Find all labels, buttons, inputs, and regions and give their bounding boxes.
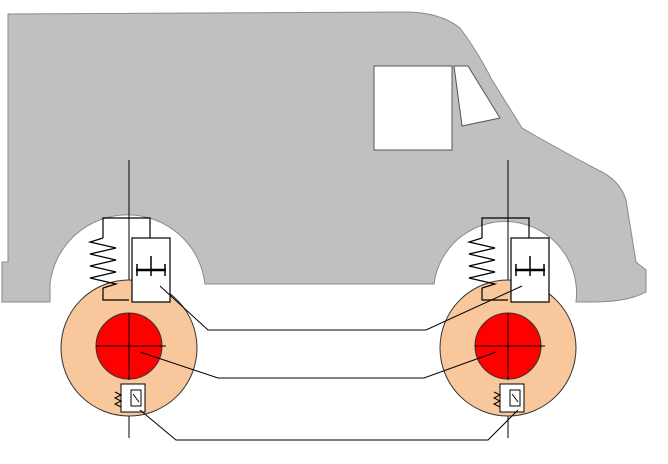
windshield bbox=[453, 65, 501, 127]
front-sensor bbox=[492, 383, 525, 413]
rear-sensor-spring bbox=[113, 391, 123, 408]
side-window bbox=[373, 65, 453, 151]
front-wheel-assembly bbox=[439, 279, 577, 417]
rear-spring-lower-frame bbox=[102, 288, 129, 301]
damper-connection-line bbox=[159, 285, 523, 331]
front-top-frame bbox=[481, 217, 530, 238]
front-sensor-spring bbox=[492, 391, 502, 408]
sensor-connection-line bbox=[139, 409, 519, 441]
rear-sensor-needle bbox=[132, 393, 140, 403]
hub-connection-line bbox=[139, 351, 497, 379]
rear-spring bbox=[87, 237, 119, 289]
front-suspension bbox=[466, 217, 550, 303]
front-spring-lower-frame bbox=[481, 288, 508, 301]
van-body bbox=[1, 11, 647, 303]
rear-sensor bbox=[113, 383, 146, 413]
rear-suspension bbox=[87, 217, 171, 303]
front-sensor-needle bbox=[511, 393, 519, 403]
rear-top-frame bbox=[102, 217, 151, 238]
rear-wheel-assembly bbox=[60, 279, 198, 417]
front-spring bbox=[466, 237, 498, 289]
